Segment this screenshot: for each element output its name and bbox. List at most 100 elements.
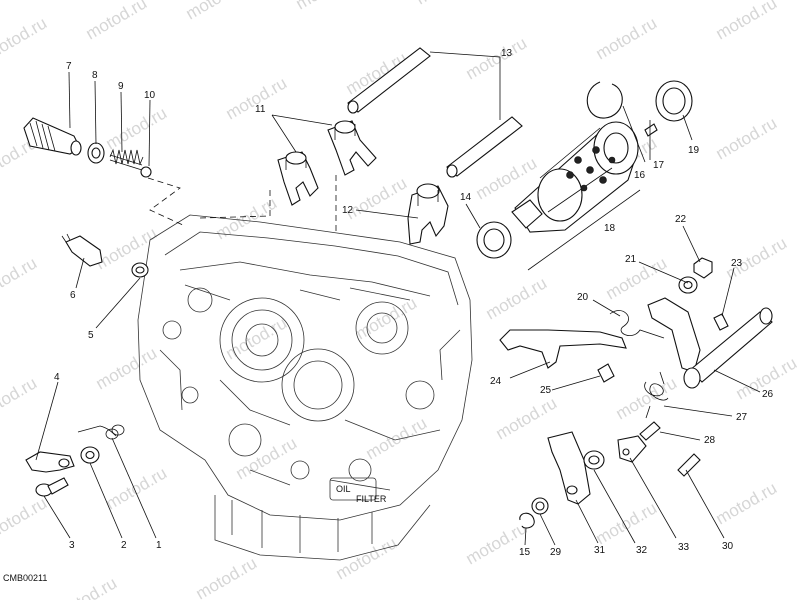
watermark-text: motod.ru bbox=[53, 573, 121, 600]
callout-26: 26 bbox=[762, 389, 774, 400]
watermark-text: motod.ru bbox=[593, 498, 661, 548]
svg-text:FILTER: FILTER bbox=[356, 494, 387, 504]
callout-31: 31 bbox=[594, 545, 606, 556]
watermark-text: motod.ru bbox=[0, 13, 50, 63]
callout-32: 32 bbox=[636, 545, 648, 556]
watermark-text: motod.ru bbox=[0, 493, 50, 543]
callout-2: 2 bbox=[121, 540, 127, 551]
callout-13: 13 bbox=[501, 48, 513, 59]
watermark-text: motod.ru bbox=[463, 518, 531, 568]
watermark-text: motod.ru bbox=[523, 0, 591, 3]
part-19-washer bbox=[655, 80, 693, 122]
watermark-text: motod.ru bbox=[713, 478, 781, 528]
callout-8: 8 bbox=[92, 70, 98, 81]
watermark-text: motod.ru bbox=[363, 413, 431, 463]
watermark-text: motod.ru bbox=[83, 0, 151, 43]
watermark-text: motod.ru bbox=[713, 0, 781, 43]
callout-20: 20 bbox=[577, 292, 589, 303]
callout-22: 22 bbox=[675, 214, 687, 225]
svg-text:OIL: OIL bbox=[336, 484, 351, 494]
watermark-text: motod.ru bbox=[593, 13, 661, 63]
part-20-spring bbox=[609, 310, 665, 339]
callout-23: 23 bbox=[731, 258, 743, 269]
part-3-bolt bbox=[35, 477, 69, 497]
part-15-circlip bbox=[519, 512, 535, 529]
watermark-text: motod.ru bbox=[493, 393, 561, 443]
callout-10: 10 bbox=[144, 90, 156, 101]
part-14-ring bbox=[476, 221, 512, 259]
part-24-selector-claw bbox=[499, 329, 627, 369]
part-23-bush bbox=[713, 313, 729, 331]
part-30-bolt bbox=[677, 453, 701, 477]
watermark-text: motod.ru bbox=[603, 253, 671, 303]
part-8-washer bbox=[87, 142, 105, 164]
callout-6: 6 bbox=[70, 290, 76, 301]
callout-30: 30 bbox=[722, 541, 734, 552]
callout-29: 29 bbox=[550, 547, 562, 558]
callout-12: 12 bbox=[342, 205, 354, 216]
watermark-text: motod.ru bbox=[353, 293, 421, 343]
callout-14: 14 bbox=[460, 192, 472, 203]
part-1-spring bbox=[77, 424, 125, 440]
watermark-text: motod.ru bbox=[103, 103, 171, 153]
watermark-text: motod.ru bbox=[183, 0, 251, 23]
part-17-pin bbox=[644, 123, 658, 137]
detent-plunger-assembly bbox=[23, 117, 186, 227]
drawing-code: CMB00211 bbox=[3, 573, 47, 583]
callout-24: 24 bbox=[490, 376, 502, 387]
callout-labels: 7 8 9 10 11 12 13 14 16 17 19 18 22 21 2… bbox=[54, 48, 774, 558]
callout-18: 18 bbox=[604, 223, 616, 234]
watermark-text: motod.ru bbox=[0, 373, 40, 423]
part-9-spring bbox=[109, 148, 144, 171]
part-12-shift-fork bbox=[407, 183, 449, 245]
part-2-washer bbox=[80, 446, 100, 464]
callout-15: 15 bbox=[519, 547, 531, 558]
callout-1: 1 bbox=[156, 540, 162, 551]
callout-16: 16 bbox=[634, 170, 646, 181]
callout-25: 25 bbox=[540, 385, 552, 396]
watermark-text: motod.ru bbox=[223, 313, 291, 363]
callout-5: 5 bbox=[88, 330, 94, 341]
callout-19: 19 bbox=[688, 145, 700, 156]
part-22-nut bbox=[693, 257, 713, 279]
part-7-plug-screw bbox=[23, 117, 82, 156]
part-25-bush bbox=[597, 363, 615, 383]
part-31-lever bbox=[547, 431, 591, 505]
part-29-washer bbox=[531, 497, 549, 515]
part-33-plate bbox=[617, 435, 647, 463]
part-32-washer bbox=[583, 450, 605, 470]
part-28-bolt bbox=[639, 421, 661, 441]
callout-28: 28 bbox=[704, 435, 716, 446]
watermark-text: motod.ru bbox=[483, 273, 551, 323]
leader-lines bbox=[35, 51, 761, 546]
watermark-text: motod.ru bbox=[0, 253, 40, 303]
callout-17: 17 bbox=[653, 160, 665, 171]
watermark-text: motod.ru bbox=[333, 533, 401, 583]
part-6-sensor bbox=[61, 233, 103, 267]
callout-3: 3 bbox=[69, 540, 75, 551]
watermark-text: motod.ru bbox=[193, 553, 261, 600]
callout-11: 11 bbox=[255, 104, 266, 115]
callout-9: 9 bbox=[118, 81, 124, 92]
watermark-text: motod.ru bbox=[103, 463, 171, 513]
watermark-text: motod.ru bbox=[93, 223, 161, 273]
watermark-text: motod.ru bbox=[293, 0, 361, 13]
watermark-text: motod.ru bbox=[643, 0, 711, 3]
part-16-circlip bbox=[586, 81, 623, 119]
watermark-text: motod.ru bbox=[413, 0, 481, 8]
part-27-spring bbox=[644, 371, 669, 419]
part-26-shift-shaft bbox=[647, 297, 773, 389]
part-18-shift-drum bbox=[511, 121, 639, 233]
callout-27: 27 bbox=[736, 412, 748, 423]
callout-33: 33 bbox=[678, 542, 690, 553]
part-13-fork-shafts bbox=[347, 47, 523, 178]
watermark-text: motod.ru bbox=[93, 343, 161, 393]
part-10-ball bbox=[140, 166, 152, 178]
callout-21: 21 bbox=[625, 254, 637, 265]
watermark-text: motod.ru bbox=[713, 113, 781, 163]
part-21-washer bbox=[678, 276, 698, 294]
part-11-shift-forks bbox=[277, 120, 377, 206]
crankcase-housing: OIL FILTER bbox=[137, 214, 473, 561]
part-4-plate bbox=[25, 451, 75, 473]
